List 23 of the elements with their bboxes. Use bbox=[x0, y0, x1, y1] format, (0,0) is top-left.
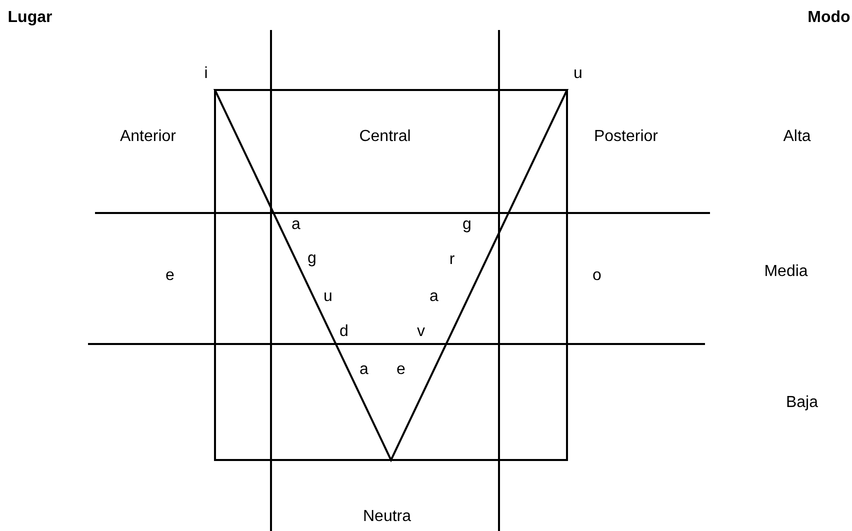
category-label: Media bbox=[764, 263, 808, 281]
letter: v bbox=[417, 323, 425, 341]
letter: e bbox=[396, 361, 406, 379]
vowel-label: e bbox=[166, 267, 174, 285]
vowel-label: i bbox=[204, 65, 208, 83]
vowel-label: o bbox=[592, 267, 602, 285]
letter: a bbox=[360, 361, 368, 379]
axis-heading: Modo bbox=[808, 9, 850, 27]
axis-heading: Lugar bbox=[8, 9, 52, 27]
letter: a bbox=[292, 216, 300, 234]
letter: g bbox=[308, 250, 316, 268]
vowel-label: u bbox=[574, 65, 582, 83]
letter: d bbox=[340, 323, 348, 341]
category-label: Posterior bbox=[594, 128, 658, 146]
category-label: Anterior bbox=[120, 128, 176, 146]
letter: u bbox=[324, 288, 332, 306]
category-label: Baja bbox=[786, 394, 818, 412]
letter: a bbox=[430, 288, 438, 306]
letter: r bbox=[449, 251, 455, 269]
category-label: Neutra bbox=[362, 508, 412, 526]
letter: g bbox=[462, 216, 472, 234]
category-label: Central bbox=[359, 128, 411, 146]
category-label: Alta bbox=[783, 128, 811, 146]
